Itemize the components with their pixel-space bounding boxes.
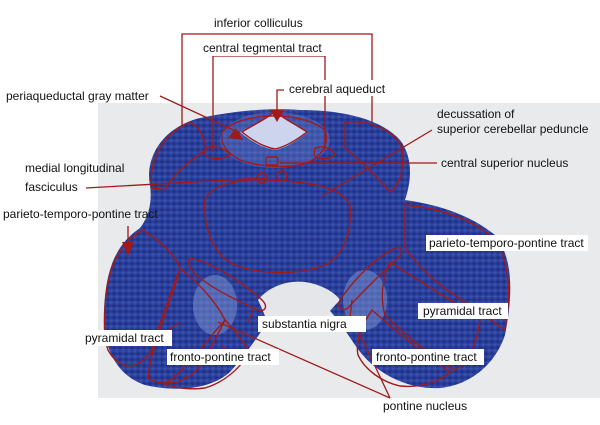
label-parieto-left: parieto-temporo-pontine tract xyxy=(3,207,158,221)
label-central-tegmental-tract: central tegmental tract xyxy=(203,41,322,55)
outline-ctt-left xyxy=(204,146,232,160)
outline-right-pyramidal xyxy=(381,260,481,371)
tissue-section xyxy=(103,109,511,389)
label-medial-longitudinal-line2: fasciculus xyxy=(25,180,78,194)
label-decussation-line2: superior cerebellar peduncle xyxy=(437,122,589,136)
label-central-superior-nucleus: central superior nucleus xyxy=(441,156,568,170)
outline-aqueduct xyxy=(240,110,309,150)
tegmentum-tissue xyxy=(103,109,511,389)
label-pontine-nucleus: pontine nucleus xyxy=(383,399,467,413)
label-periaqueductal-gray: periaqueductal gray matter xyxy=(6,89,149,103)
label-inferior-colliculus: inferior colliculus xyxy=(214,16,303,30)
region-outlines xyxy=(103,110,510,390)
outline-left-peduncle xyxy=(103,229,181,367)
outline-left-nigra xyxy=(188,257,267,312)
outline-left-colliculus xyxy=(150,121,207,191)
arrowheads xyxy=(122,110,284,256)
label-parieto-right: parieto-temporo-pontine tract xyxy=(429,236,584,250)
label-cerebral-aqueduct: cerebral aqueduct xyxy=(289,82,386,96)
outline-right-fronto xyxy=(356,308,452,388)
labels: inferior colliculus central tegmental tr… xyxy=(3,16,589,413)
outline-right-peduncle xyxy=(404,204,510,332)
label-decussation-line1: decussation of xyxy=(437,107,515,121)
aqueduct-lumen xyxy=(240,110,308,150)
label-substantia-nigra: substantia nigra xyxy=(262,317,347,331)
label-fronto-right: fronto-pontine tract xyxy=(376,350,477,364)
outline-ctt-right xyxy=(313,146,336,160)
label-pyramidal-right: pyramidal tract xyxy=(423,304,502,318)
label-medial-longitudinal-line1: medial longitudinal xyxy=(25,161,124,175)
outline-right-colliculus xyxy=(344,121,404,193)
outline-right-nigra xyxy=(338,246,403,311)
label-fronto-left: fronto-pontine tract xyxy=(170,350,271,364)
label-pyramidal-left: pyramidal tract xyxy=(85,331,164,345)
